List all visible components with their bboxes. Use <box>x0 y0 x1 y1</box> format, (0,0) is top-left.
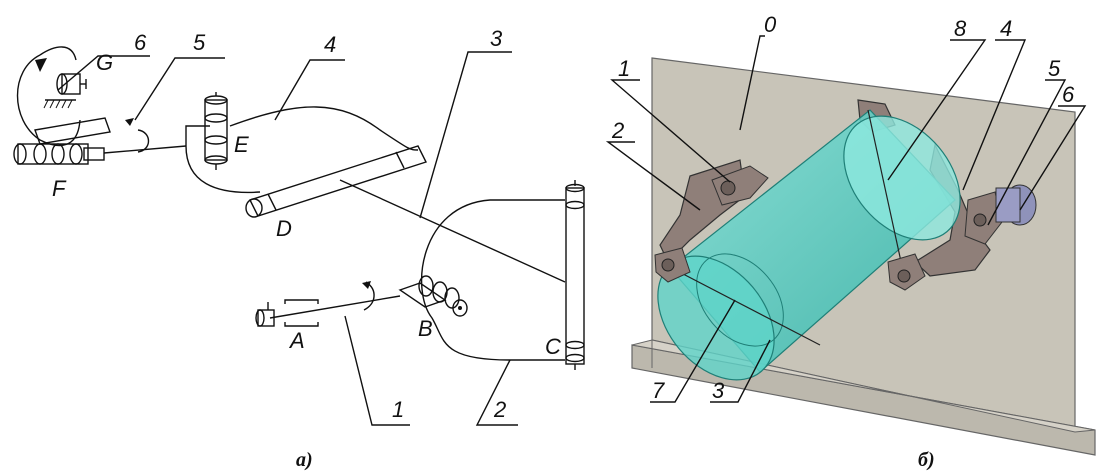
point-label-e: E <box>234 132 249 157</box>
point-label-a: A <box>288 328 305 353</box>
kinematic-scheme <box>13 46 585 426</box>
leader-label-2-right: 2 <box>611 118 624 143</box>
leader-label-2: 2 <box>493 397 506 422</box>
leader-label-6-right: 6 <box>1062 82 1075 107</box>
leader-label-6: 6 <box>134 30 147 55</box>
point-label-f: F <box>52 176 67 201</box>
point-label-b: B <box>418 316 433 341</box>
caption-b: б) <box>918 449 935 471</box>
pivot-1 <box>711 165 769 206</box>
leader-label-3-right: 3 <box>712 378 725 403</box>
shaft-6 <box>995 184 1037 226</box>
roller-b <box>398 275 468 317</box>
point-label-c: C <box>545 334 561 359</box>
cylinder-3 <box>657 109 961 381</box>
leader-label-3: 3 <box>490 26 503 51</box>
point-label-g: G <box>96 50 113 75</box>
leader-label-5-right: 5 <box>1048 56 1061 81</box>
roller-f <box>13 117 111 165</box>
rod-d <box>245 145 427 218</box>
leader-label-1: 1 <box>392 397 404 422</box>
roller-e <box>204 92 228 170</box>
pivot-lower-right <box>887 253 926 291</box>
3d-model <box>605 35 1096 456</box>
leader-label-7: 7 <box>652 378 665 403</box>
rod-c <box>565 180 585 370</box>
point-label-d: D <box>276 216 292 241</box>
pivot-lower-left <box>654 247 691 283</box>
leader-label-0: 0 <box>764 12 777 37</box>
leader-label-5: 5 <box>193 30 206 55</box>
pivot-5 <box>964 191 1003 245</box>
leader-label-4-right: 4 <box>1000 16 1012 41</box>
leader-label-1-right: 1 <box>618 56 630 81</box>
roller-g <box>56 73 87 95</box>
rotation-arrow-g <box>16 54 81 147</box>
bearing-a <box>255 299 319 327</box>
caption-a: а) <box>296 449 313 471</box>
leader-label-8: 8 <box>954 16 967 41</box>
leader-label-4: 4 <box>324 32 336 57</box>
